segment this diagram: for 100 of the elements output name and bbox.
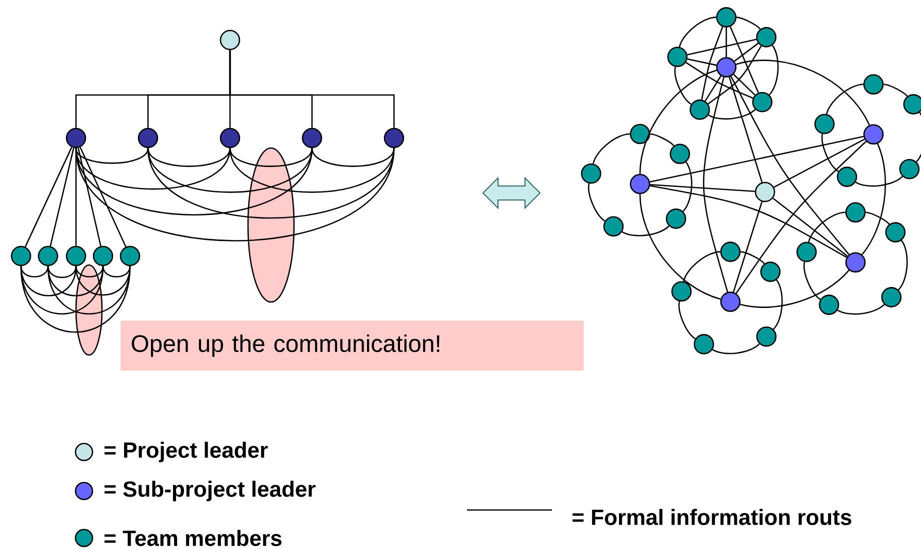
team-member-node xyxy=(756,27,776,48)
team-member-node xyxy=(671,281,692,302)
team-member-node xyxy=(863,74,884,95)
connector xyxy=(650,185,848,258)
connector xyxy=(75,148,231,190)
connector xyxy=(678,16,716,48)
team-member-node xyxy=(845,202,866,223)
team-member-node xyxy=(670,144,690,164)
connector xyxy=(740,251,765,264)
connector xyxy=(804,262,821,300)
connector xyxy=(726,27,727,58)
legend-text: = Project leader xyxy=(104,442,268,462)
connector xyxy=(712,343,760,354)
sub-leader-node xyxy=(716,57,736,78)
connector xyxy=(837,304,885,315)
sub-leader-node xyxy=(863,124,884,145)
connector xyxy=(866,212,890,225)
connector xyxy=(704,76,722,102)
connector xyxy=(47,266,104,296)
connector xyxy=(639,194,721,300)
team-member-node xyxy=(603,216,624,237)
connector xyxy=(687,38,757,56)
connector xyxy=(686,62,754,99)
connector xyxy=(20,266,49,278)
connector xyxy=(733,74,756,96)
connector xyxy=(75,148,149,164)
connector xyxy=(20,266,104,315)
connector xyxy=(622,226,670,236)
team-member-node xyxy=(716,7,736,28)
team-member-node xyxy=(694,334,714,354)
connector xyxy=(916,112,921,162)
connector xyxy=(650,136,864,183)
sub-leader-node xyxy=(845,252,866,273)
connector xyxy=(736,60,870,126)
project-leader-node xyxy=(220,30,240,50)
connector xyxy=(20,266,131,333)
legend-text: = Team members xyxy=(104,530,282,546)
team-member-node xyxy=(720,242,741,262)
team-member-node xyxy=(818,294,840,315)
connector xyxy=(80,146,126,248)
connector xyxy=(736,16,761,30)
connector xyxy=(311,148,395,167)
connector xyxy=(678,301,696,340)
team-member-node xyxy=(836,166,858,187)
connector xyxy=(683,251,720,282)
connector xyxy=(592,133,630,164)
connector xyxy=(588,183,606,222)
team-member-node xyxy=(881,287,902,308)
team-member-node xyxy=(814,114,835,134)
connector xyxy=(75,266,131,296)
connector xyxy=(229,148,313,167)
connector xyxy=(650,133,674,146)
connector xyxy=(47,266,131,315)
connector xyxy=(703,76,728,292)
team-member-node xyxy=(666,208,686,229)
connector xyxy=(147,148,395,219)
team-member-node xyxy=(756,326,777,347)
team-member-node xyxy=(667,46,688,68)
connector xyxy=(78,148,102,246)
connector xyxy=(229,148,395,193)
connector xyxy=(736,140,867,294)
team-member-node xyxy=(903,94,921,114)
connector xyxy=(734,42,759,62)
sub-leader-node xyxy=(138,128,158,148)
connector xyxy=(75,266,104,278)
sub-leader-node xyxy=(220,128,240,148)
connector xyxy=(862,143,886,255)
project-leader-node xyxy=(754,182,776,202)
connector xyxy=(102,266,131,278)
connector xyxy=(75,148,313,216)
connector xyxy=(708,46,762,104)
connector xyxy=(774,138,865,188)
connector xyxy=(229,50,395,128)
connector xyxy=(75,148,395,242)
sub-leader-node xyxy=(630,174,650,194)
team-member-node xyxy=(120,246,140,266)
sub-leader-node xyxy=(720,292,741,312)
connector xyxy=(687,58,717,66)
connector xyxy=(855,176,903,187)
team-member-node xyxy=(10,246,32,266)
connector xyxy=(730,26,759,93)
callout-box: Open up the communication! xyxy=(120,320,584,371)
connector xyxy=(24,146,72,248)
connector xyxy=(728,76,763,182)
connector xyxy=(650,184,755,192)
connector xyxy=(50,148,74,246)
team-member-node xyxy=(38,246,58,266)
team-member-node xyxy=(796,242,817,262)
sub-leader-node xyxy=(66,128,86,148)
team-member-node xyxy=(690,100,710,120)
connector xyxy=(701,26,724,100)
connector xyxy=(674,66,692,105)
connector xyxy=(75,148,77,246)
connector xyxy=(821,134,839,172)
legend-text: = Formal information routs xyxy=(572,508,852,526)
team-member-node xyxy=(899,158,920,180)
sub-leader-node xyxy=(384,128,404,148)
connector xyxy=(682,162,692,212)
sub-leader-node xyxy=(302,128,322,148)
legend-text: = Sub-project leader xyxy=(104,480,316,502)
